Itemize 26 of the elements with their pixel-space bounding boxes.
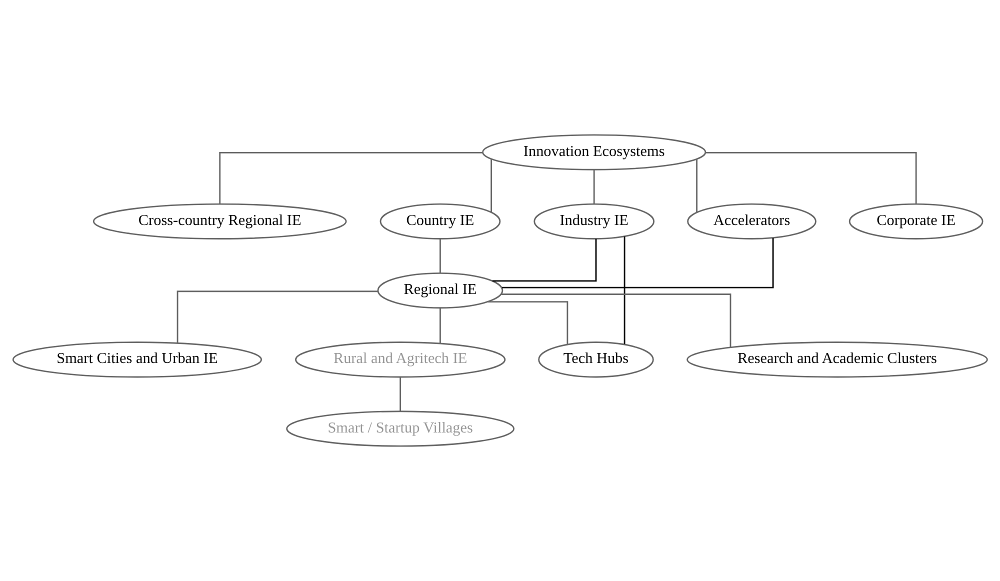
node-ellipse: Rural and Agritech IE xyxy=(295,342,506,378)
connector xyxy=(219,152,483,204)
node-ellipse: Cross-country Regional IE xyxy=(92,203,347,240)
node-ellipse: Regional IE xyxy=(377,272,504,309)
node-ellipse: Innovation Ecosystems xyxy=(482,134,706,170)
node-ellipse: Corporate IE xyxy=(848,203,984,240)
node-ellipse: Accelerators xyxy=(687,203,816,240)
connector xyxy=(593,170,595,204)
connector xyxy=(440,308,441,344)
connector xyxy=(176,290,378,344)
connector xyxy=(706,152,917,204)
connector xyxy=(488,301,568,344)
node-ellipse: Tech Hubs xyxy=(538,342,654,378)
connector xyxy=(492,238,597,282)
node-ellipse: Smart Cities and Urban IE xyxy=(12,342,262,378)
connector xyxy=(400,377,402,412)
connector xyxy=(490,159,492,212)
node-ellipse: Country IE xyxy=(380,203,501,240)
node-ellipse: Industry IE xyxy=(534,203,655,240)
connector xyxy=(624,236,626,344)
connector xyxy=(440,239,441,273)
connector xyxy=(502,238,774,288)
connector xyxy=(696,159,698,212)
node-ellipse: Research and Academic Clusters xyxy=(686,342,988,378)
node-ellipse: Smart / Startup Villages xyxy=(286,410,515,447)
connector xyxy=(501,294,732,348)
